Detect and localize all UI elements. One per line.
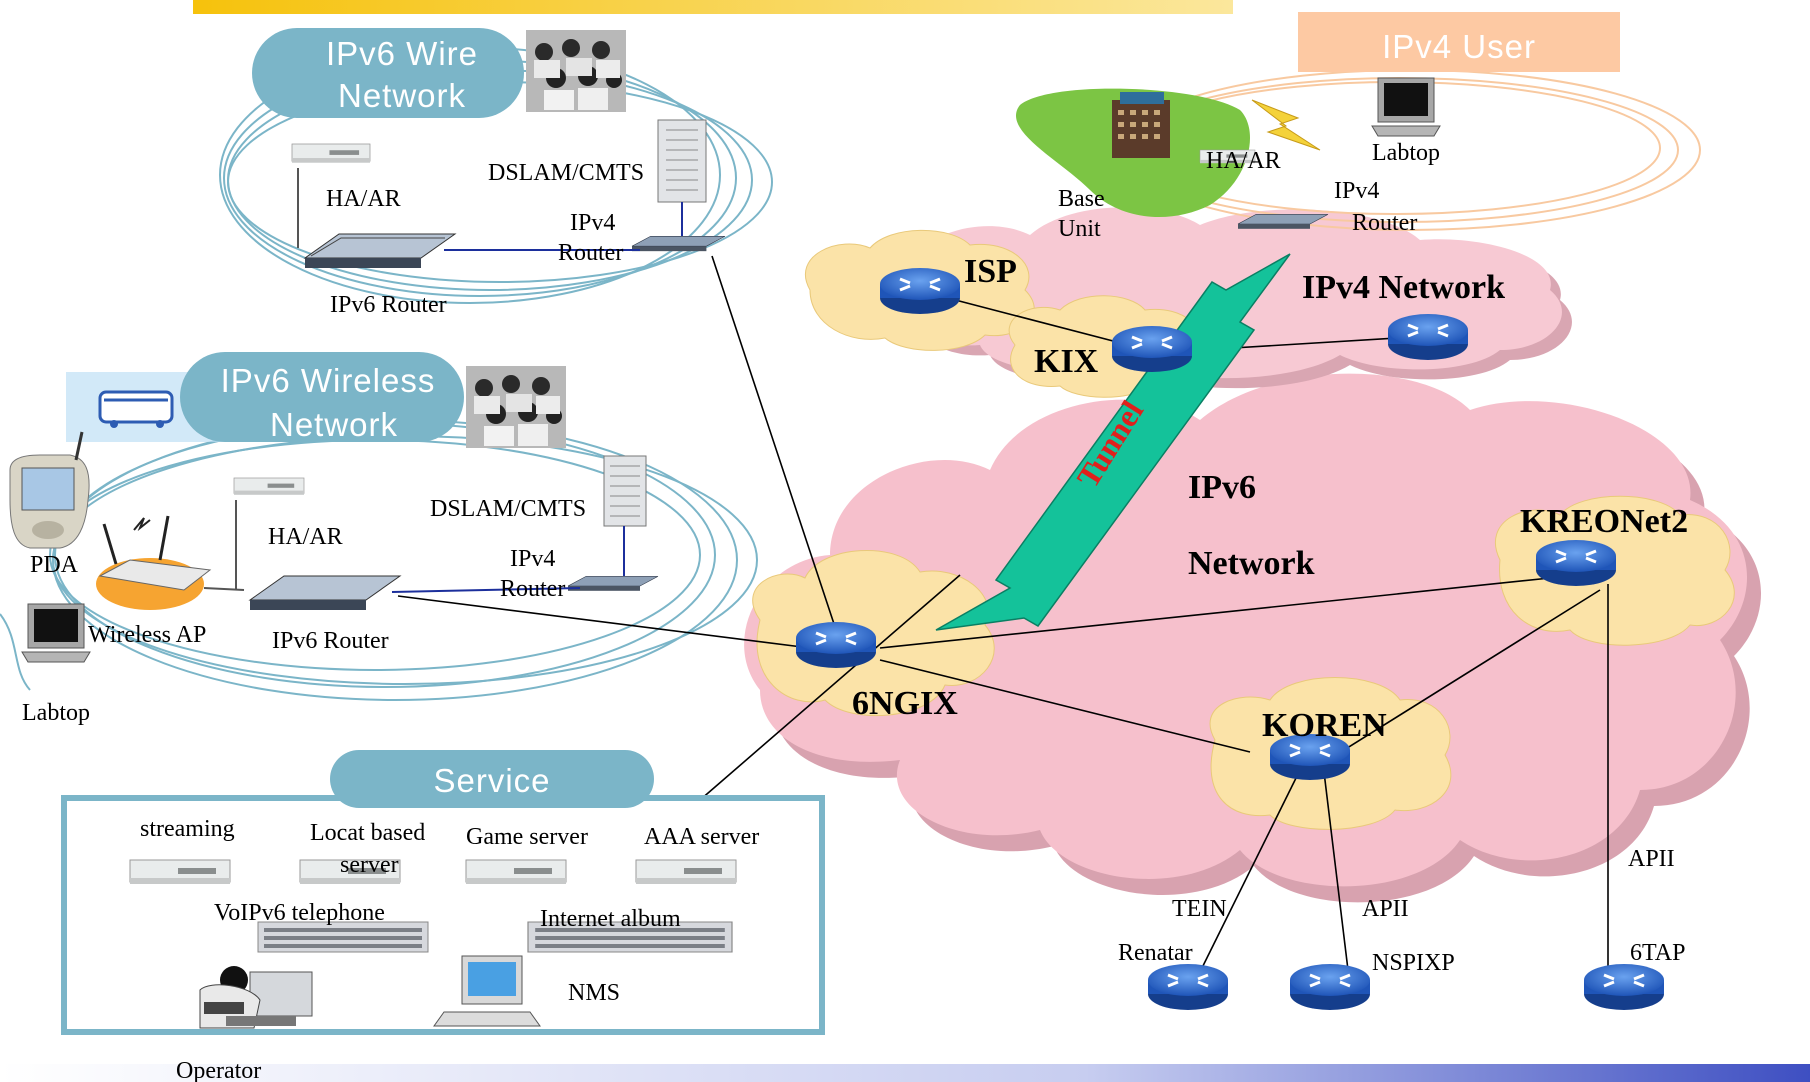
6ngix-label: 6NGIX	[852, 685, 958, 722]
isp-label: ISP	[964, 253, 1017, 290]
locat-label-1: Locat based	[310, 820, 425, 846]
wire-ipv6-router-label: IPv6 Router	[330, 292, 447, 318]
wire-ipv4-router-label-1: IPv4	[570, 210, 615, 236]
wireless-laptop-icon	[21, 603, 91, 663]
wireless-network-photo	[466, 366, 566, 448]
wireless-network-title-2: Network	[270, 406, 398, 443]
wire-ipv4-router-icon	[631, 235, 726, 252]
wireless-dslam-label: DSLAM/CMTS	[430, 496, 586, 522]
album-label: Internet album	[540, 906, 681, 932]
ipv4-user-ha-ar-label: HA/AR	[1206, 148, 1281, 174]
nspixp-label: NSPIXP	[1372, 950, 1455, 976]
wireless-ipv4-router-label-1: IPv4	[510, 546, 555, 572]
koren-label: KOREN	[1262, 707, 1387, 744]
streaming-server-icon	[129, 859, 231, 885]
ipv4-user-banner	[1298, 12, 1620, 72]
game-server-label: Game server	[466, 824, 588, 850]
wireless-ipv4-router-icon	[567, 576, 659, 592]
ipv4-network-router-icon	[1386, 312, 1470, 362]
ipv4-network-label: IPv4 Network	[1302, 269, 1505, 306]
wire-ha-ar-icon	[291, 143, 371, 164]
building-icon	[1112, 92, 1170, 158]
game-server-icon	[465, 859, 567, 885]
bottom-banner-bar	[0, 1064, 1810, 1082]
streaming-label: streaming	[140, 816, 235, 842]
ipv6-network-label-1: IPv6	[1188, 469, 1256, 506]
service-pill	[330, 750, 654, 808]
wireless-ipv4-router-label-2: Router	[500, 576, 565, 602]
6tap-label: 6TAP	[1630, 940, 1685, 966]
wireless-ipv6-router-icon	[248, 575, 402, 610]
wireless-ap-icon	[96, 515, 212, 610]
apii-kreonet-label: APII	[1628, 846, 1675, 872]
wire-network-title-2: Network	[338, 77, 466, 114]
ipv4-user-router-label-2: Router	[1352, 210, 1417, 236]
kix-label: KIX	[1034, 343, 1099, 380]
base-unit-label-2: Unit	[1058, 216, 1101, 242]
top-banner-bar	[193, 0, 1233, 14]
pda-icon	[9, 431, 90, 549]
wireless-ha-ar-icon	[233, 477, 305, 496]
wire-dslam-icon	[657, 119, 707, 203]
service-title: Service	[433, 762, 550, 799]
service-box	[61, 795, 825, 1035]
wireless-laptop-label: Labtop	[22, 700, 90, 726]
voip-rack-icon	[257, 921, 429, 953]
pda-label: PDA	[30, 552, 79, 578]
aaa-server-icon	[635, 859, 737, 885]
wireless-ap-label: Wireless AP	[88, 622, 206, 648]
lightning-icon	[1251, 99, 1321, 151]
operator-icon	[199, 966, 313, 1029]
aaa-server-label: AAA server	[644, 824, 759, 850]
kreonet-router-icon	[1534, 538, 1618, 588]
6tap-router-icon	[1582, 962, 1666, 1012]
apii-koren-label: APII	[1362, 896, 1409, 922]
tunnel-arrow	[935, 253, 1291, 631]
wire-ha-ar-label: HA/AR	[326, 186, 401, 212]
isp-router-icon	[878, 266, 962, 316]
6ngix-router-icon	[794, 620, 878, 670]
kreonet-label: KREONet2	[1520, 503, 1688, 540]
voip-label: VoIPv6 telephone	[214, 900, 385, 926]
wireless-network-pill	[180, 352, 464, 442]
wireless-dslam-icon	[603, 455, 647, 527]
wireless-network-title-1: IPv6 Wireless	[221, 362, 436, 399]
renatar-router-icon	[1146, 962, 1230, 1012]
ipv4-user-title: IPv4 User	[1382, 28, 1536, 65]
nspixp-router-icon	[1288, 962, 1372, 1012]
locat-label-2: server	[340, 852, 399, 878]
wire-ipv4-router-label-2: Router	[558, 240, 623, 266]
wire-network-title-1: IPv6 Wire	[326, 35, 478, 72]
wire-dslam-label: DSLAM/CMTS	[488, 160, 644, 186]
wire-network-pill	[252, 28, 524, 118]
wire-network-photo	[526, 30, 626, 112]
wireless-ipv6-router-label: IPv6 Router	[272, 628, 389, 654]
ipv4-user-laptop-label: Labtop	[1372, 140, 1440, 166]
nms-label: NMS	[568, 980, 620, 1006]
ipv4-user-router-label-1: IPv4	[1334, 178, 1379, 204]
tein-label: TEIN	[1172, 896, 1227, 922]
nms-computer-icon	[433, 955, 541, 1027]
laptop-icon	[1371, 77, 1441, 137]
base-unit-label-1: Base	[1058, 186, 1105, 212]
ipv6-network-label-2: Network	[1188, 545, 1315, 582]
wire-ipv6-router-icon	[303, 233, 457, 268]
ipv4-user-area	[1016, 69, 1701, 231]
renatar-label: Renatar	[1118, 940, 1193, 966]
operator-label: Operator	[176, 1058, 261, 1082]
kix-router-icon	[1110, 324, 1194, 374]
wireless-ha-ar-label: HA/AR	[268, 524, 343, 550]
